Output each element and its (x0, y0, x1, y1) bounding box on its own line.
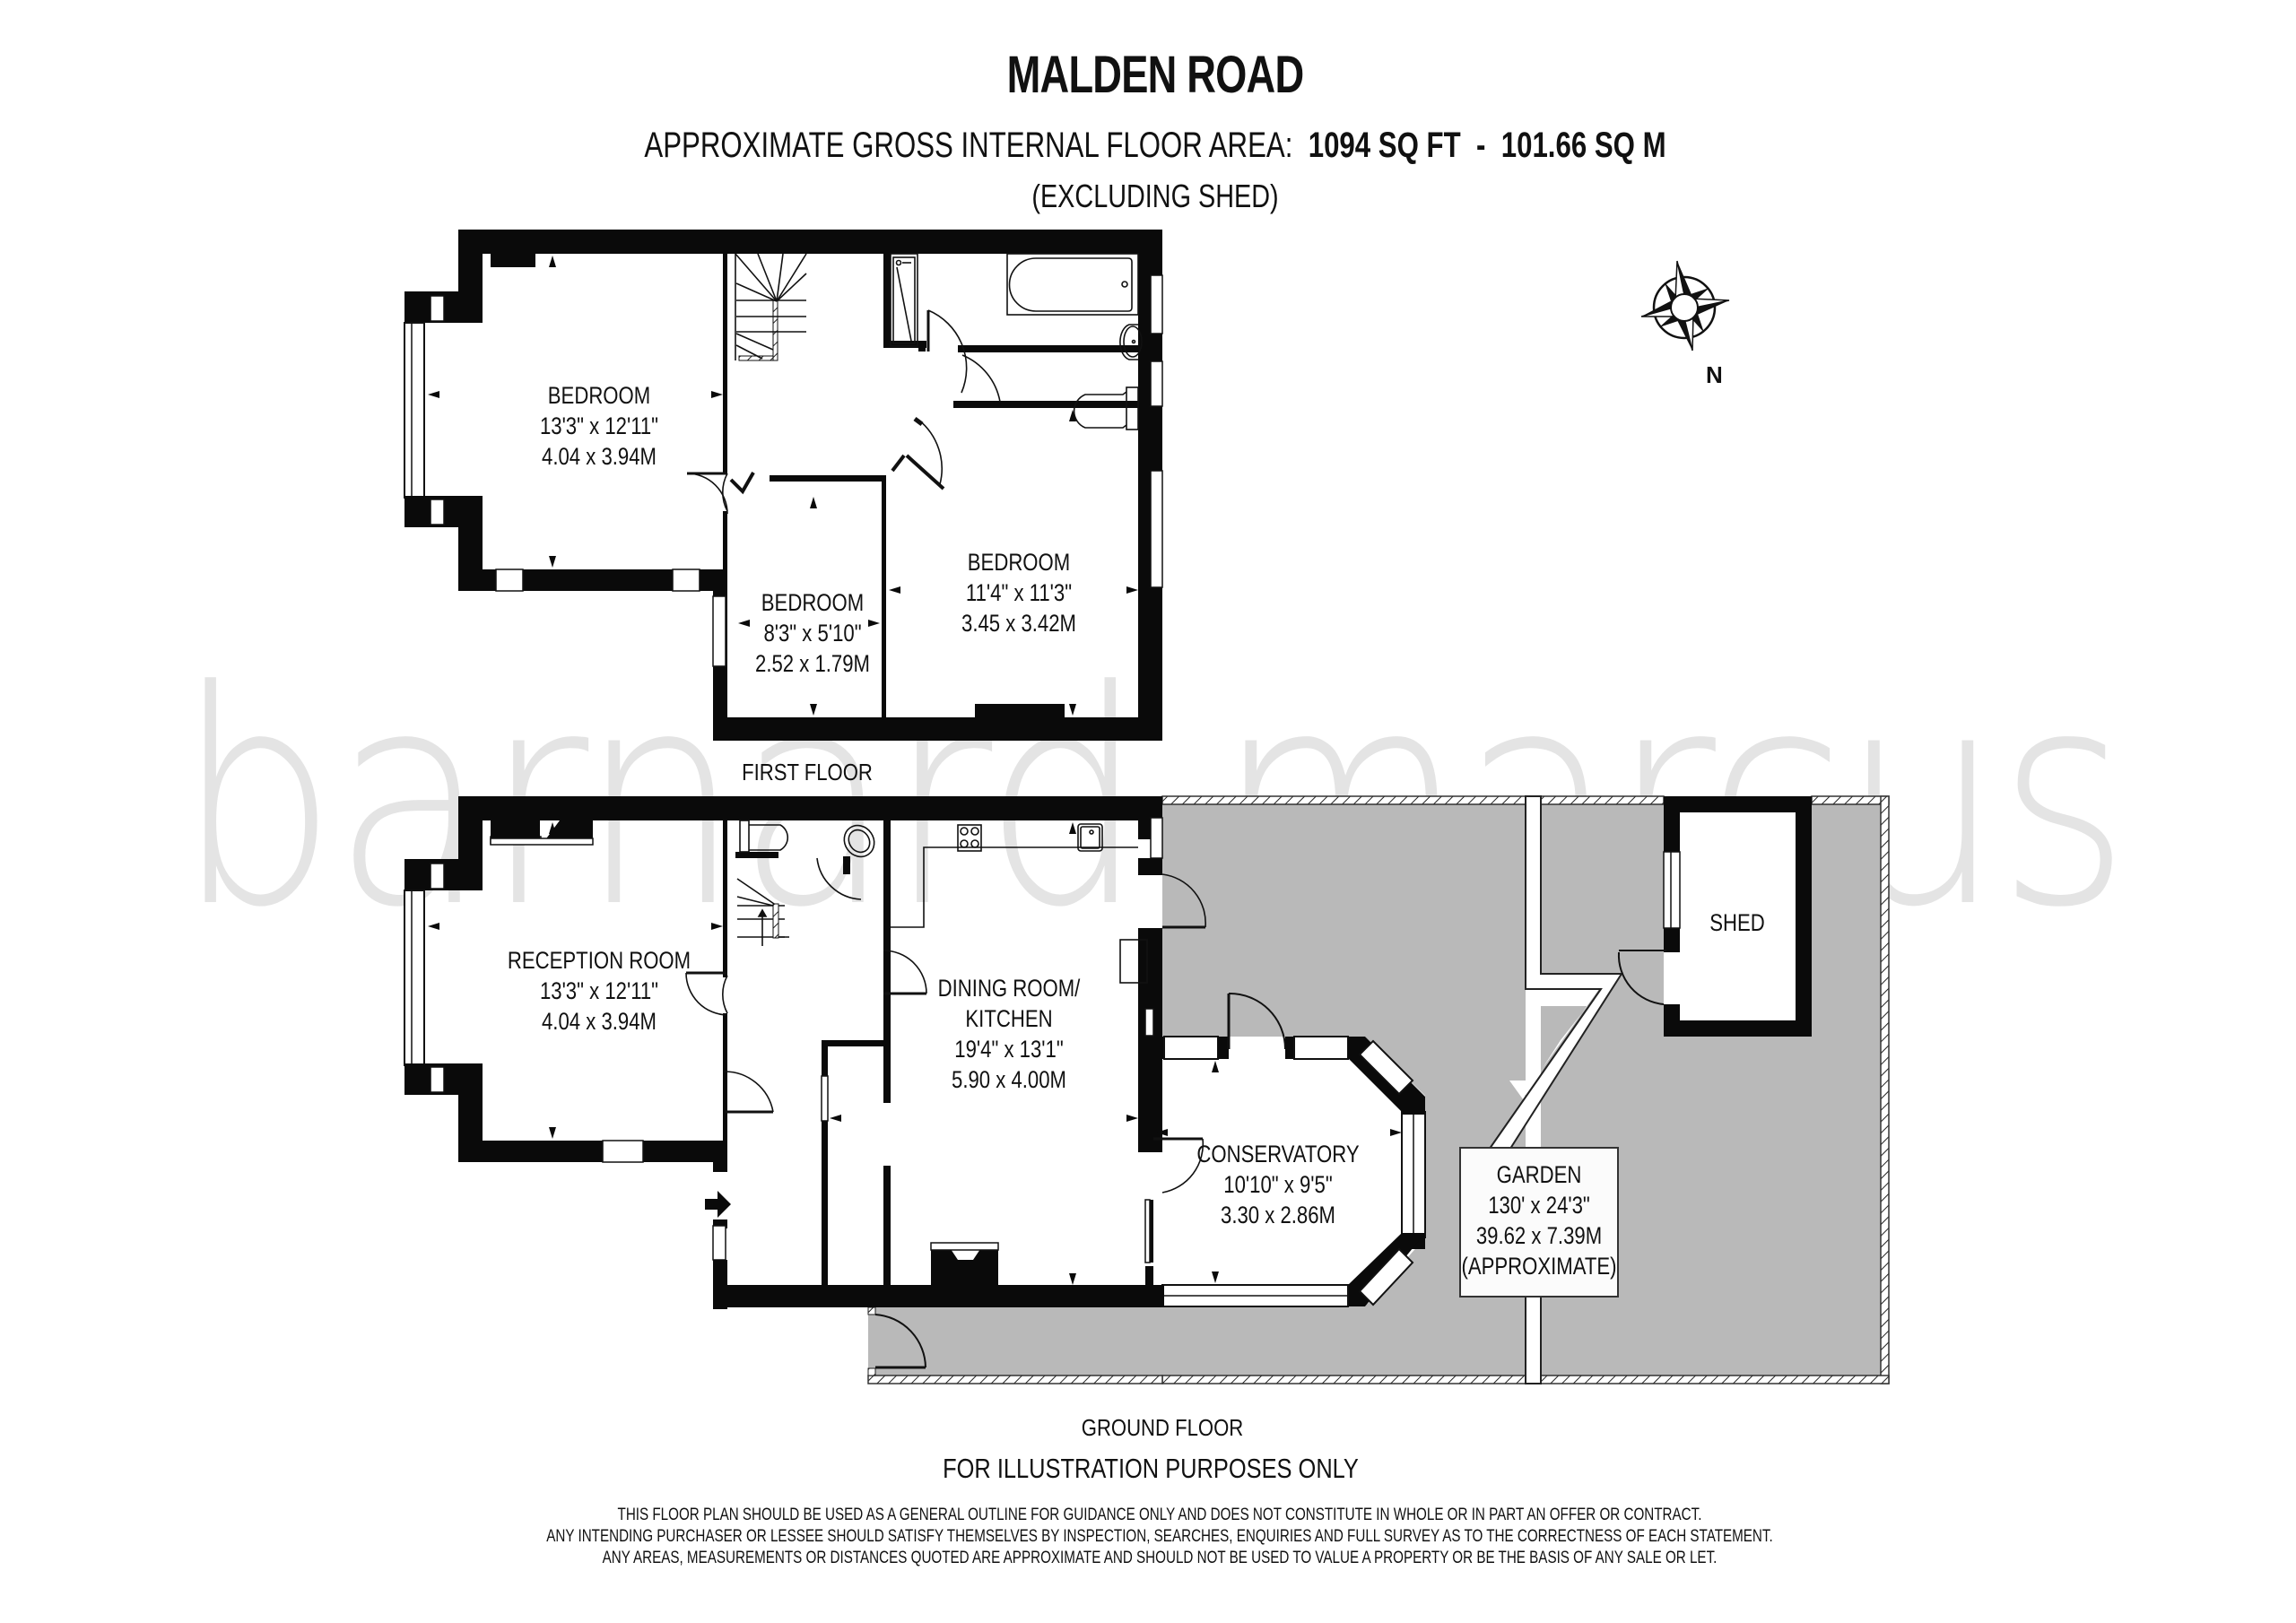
garden-note: (APPROXIMATE) (1461, 1253, 1617, 1280)
room-size-imperial: 13'3" x 12'11" (539, 977, 659, 1004)
first-floor-label: FIRST FLOOR (742, 759, 873, 785)
compass-rose-icon (1640, 260, 1730, 352)
entrance-arrow-icon (705, 1191, 731, 1218)
room-label-conservatory: CONSERVATORY 10'10" x 9'5" 3.30 x 2.86M (1196, 1139, 1359, 1230)
garden-name: GARDEN (1496, 1161, 1582, 1188)
shed-walls (1617, 796, 1812, 1037)
room-name: RECEPTION ROOM (507, 947, 691, 974)
room-name-line2: KITCHEN (965, 1005, 1053, 1032)
room-label-shed: SHED (1709, 907, 1765, 938)
ground-floor-plan (404, 796, 1163, 1309)
property-title: MALDEN ROAD (1006, 46, 1304, 104)
room-size-metric: 5.90 x 4.00M (952, 1066, 1066, 1093)
floor-area-sqm: 101.66 SQ M (1500, 126, 1666, 165)
shower-icon (890, 253, 918, 347)
floor-area-separator: - (1476, 126, 1486, 165)
illustration-notice: FOR ILLUSTRATION PURPOSES ONLY (943, 1453, 1359, 1484)
room-label-dining-kitchen: DINING ROOM/ KITCHEN 19'4" x 13'1" 5.90 … (938, 973, 1081, 1095)
conservatory-walls (1153, 992, 1426, 1307)
hob-icon (957, 824, 982, 852)
ground-floor-label: GROUND FLOOR (1081, 1414, 1244, 1441)
wash-basin-icon (1119, 324, 1143, 360)
floor-area-sqft: 1094 SQ FT (1308, 126, 1461, 165)
wash-basin-icon (843, 824, 875, 858)
first-floor-fixtures (686, 253, 1143, 515)
staircase-icon (735, 253, 807, 360)
dimension-markers (428, 256, 1402, 1285)
garden-size-metric: 39.62 x 7.39M (1475, 1222, 1603, 1249)
room-name: CONSERVATORY (1196, 1141, 1360, 1167)
room-label-reception: RECEPTION ROOM 13'3" x 12'11" 4.04 x 3.9… (508, 945, 691, 1037)
room-label-bedroom-3: BEDROOM 11'4" x 11'3" 3.45 x 3.42M (961, 547, 1076, 638)
side-gate-door-icon (867, 1306, 926, 1376)
room-size-metric: 3.30 x 2.86M (1221, 1202, 1335, 1228)
garden-size-imperial: 130' x 24'3" (1488, 1192, 1590, 1219)
room-name: BEDROOM (967, 549, 1071, 576)
room-name: BEDROOM (761, 589, 865, 616)
wc-icon (1073, 386, 1139, 430)
room-label-bedroom-2: BEDROOM 8'3" x 5'10" 2.52 x 1.79M (755, 587, 870, 679)
first-floor-plan (404, 230, 1163, 741)
disclaimer: THIS FLOOR PLAN SHOULD BE USED AS A GENE… (546, 1505, 1772, 1569)
room-size-imperial: 13'3" x 12'11" (539, 412, 659, 439)
room-size-metric: 3.45 x 3.42M (961, 610, 1076, 637)
room-size-imperial: 8'3" x 5'10" (763, 620, 862, 647)
room-size-imperial: 19'4" x 13'1" (954, 1036, 1064, 1063)
room-name: DINING ROOM/ (937, 975, 1081, 1002)
room-label-bedroom-1: BEDROOM 13'3" x 12'11" 4.04 x 3.94M (540, 380, 658, 472)
room-name: SHED (1709, 909, 1765, 936)
disclaimer-line: ANY INTENDING PURCHASER OR LESSEE SHOULD… (546, 1527, 1773, 1546)
room-size-metric: 4.04 x 3.94M (542, 443, 657, 470)
room-label-garden: GARDEN 130' x 24'3" 39.62 x 7.39M (APPRO… (1461, 1159, 1616, 1281)
floor-area-label: APPROXIMATE GROSS INTERNAL FLOOR AREA: (644, 126, 1293, 165)
floor-area-summary: APPROXIMATE GROSS INTERNAL FLOOR AREA: 1… (644, 126, 1665, 166)
compass-north-label: N (1706, 361, 1723, 388)
garden-label-box (1459, 1147, 1619, 1298)
staircase-icon (736, 878, 789, 946)
room-size-imperial: 11'4" x 11'3" (965, 579, 1073, 606)
bath-icon (1006, 253, 1139, 316)
ground-floor-fixtures (685, 820, 1206, 1193)
room-size-imperial: 10'10" x 9'5" (1223, 1171, 1333, 1198)
room-name: BEDROOM (547, 382, 651, 409)
floor-area-note: (EXCLUDING SHED) (1031, 178, 1279, 214)
disclaimer-line: THIS FLOOR PLAN SHOULD BE USED AS A GENE… (617, 1506, 1702, 1524)
disclaimer-line: ANY AREAS, MEASUREMENTS OR DISTANCES QUO… (602, 1549, 1718, 1567)
sink-icon (1077, 823, 1103, 852)
room-size-metric: 4.04 x 3.94M (541, 1008, 657, 1035)
room-size-metric: 2.52 x 1.79M (755, 650, 870, 677)
wc-icon (739, 820, 788, 853)
door-icon (686, 472, 728, 515)
